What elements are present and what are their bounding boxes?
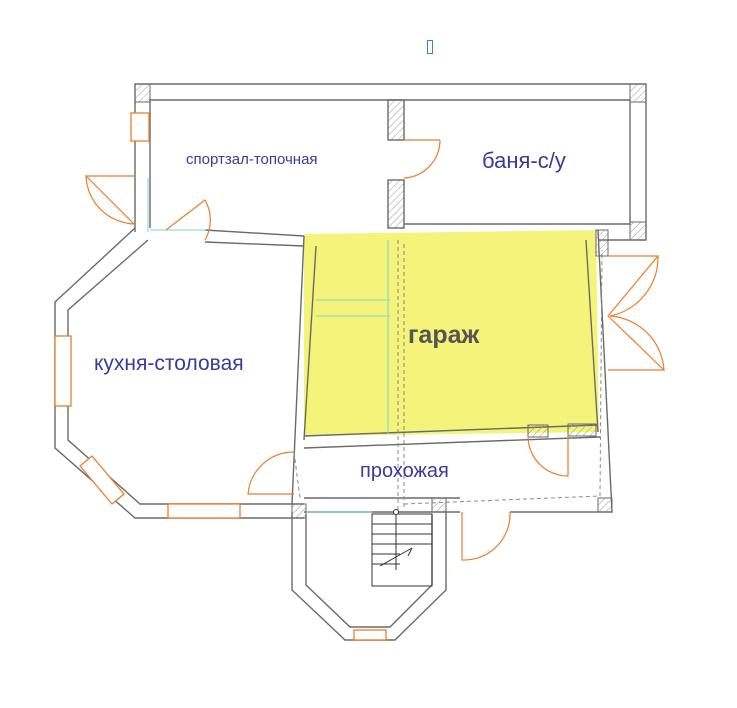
room-label-kitchen: кухня-столовая [94,352,244,375]
stairs [371,509,433,587]
selection-marker [427,40,433,54]
guide-lines [147,178,390,513]
windows [54,112,387,641]
room-label-garage: гараж [408,321,480,349]
garage-area[interactable] [304,230,599,436]
wall-hatching [134,83,647,519]
room-label-hall: прохожая [360,460,449,482]
dashed-lines [293,240,603,510]
room-label-bath: баня-с/у [482,148,566,173]
room-label-gym: спортзал-топочная [186,151,318,168]
doors[interactable] [85,139,665,561]
